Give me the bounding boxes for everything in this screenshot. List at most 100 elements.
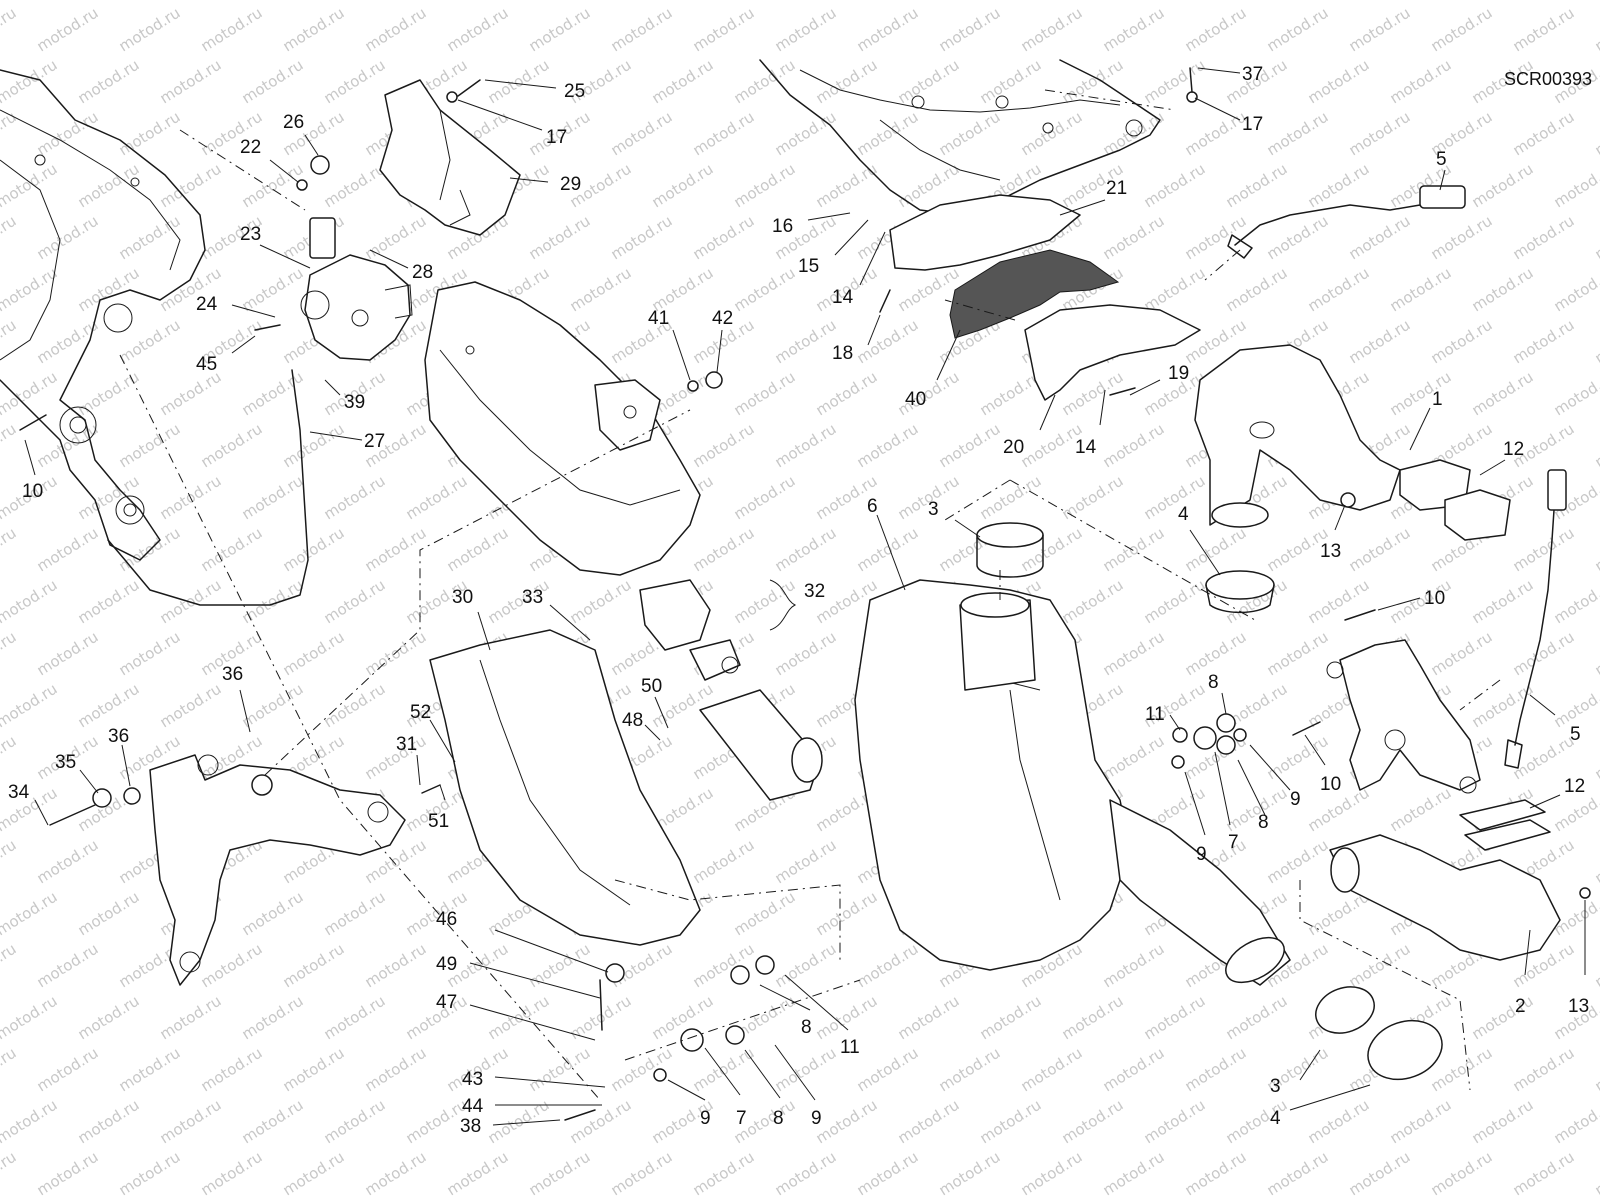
watermark-text: motod.ru	[854, 420, 922, 472]
watermark-text: motod.ru	[157, 368, 225, 420]
callout-2: 2	[1515, 996, 1526, 1017]
callout-18: 18	[832, 343, 853, 364]
watermark-text: motod.ru	[854, 1044, 922, 1096]
watermark-text: motod.ru	[0, 56, 60, 108]
callout-13: 13	[1320, 541, 1341, 562]
watermark-text: motod.ru	[1346, 108, 1414, 160]
callout-47: 47	[436, 992, 457, 1013]
callout-23: 23	[240, 224, 261, 245]
callout-51: 51	[428, 811, 449, 832]
watermark-text: motod.ru	[731, 160, 799, 212]
watermark-text: motod.ru	[1305, 160, 1373, 212]
sensor-oxygen-rear	[1504, 469, 1567, 769]
watermark-text: motod.ru	[1346, 4, 1414, 56]
watermark-text: motod.ru	[854, 4, 922, 56]
callout-7: 7	[736, 1108, 747, 1129]
watermark-text: motod.ru	[1182, 108, 1250, 160]
watermark-text: motod.ru	[75, 680, 143, 732]
callout-19: 19	[1168, 363, 1189, 384]
watermark-text: motod.ru	[1346, 1148, 1414, 1200]
watermark-text: motod.ru	[690, 1148, 758, 1200]
callout-52: 52	[410, 702, 431, 723]
watermark-text: motod.ru	[1100, 628, 1168, 680]
watermark-text: motod.ru	[1223, 0, 1291, 3]
exhaust-pipe-rear	[1329, 834, 1561, 961]
watermark-text: motod.ru	[813, 0, 881, 3]
watermark-text: motod.ru	[1264, 836, 1332, 888]
callout-41: 41	[648, 308, 669, 329]
watermark-text: motod.ru	[608, 4, 676, 56]
callout-26: 26	[283, 112, 304, 133]
watermark-text: motod.ru	[1305, 264, 1373, 316]
watermark-text: motod.ru	[239, 680, 307, 732]
watermark-text: motod.ru	[362, 524, 430, 576]
watermark-text: motod.ru	[731, 56, 799, 108]
watermark-text: motod.ru	[1592, 1148, 1600, 1200]
watermark-text: motod.ru	[75, 992, 143, 1044]
watermark-text: motod.ru	[0, 576, 60, 628]
callout-34: 34	[8, 782, 30, 803]
watermark-text: motod.ru	[1592, 1044, 1600, 1096]
callout-36: 36	[108, 726, 129, 747]
watermark-text: motod.ru	[1059, 992, 1127, 1044]
watermark-text: motod.ru	[1346, 940, 1414, 992]
watermark-text: motod.ru	[116, 420, 184, 472]
watermark-text: motod.ru	[0, 368, 60, 420]
watermark-text: motod.ru	[649, 368, 717, 420]
watermark-text: motod.ru	[280, 420, 348, 472]
watermark-text: motod.ru	[1100, 732, 1168, 784]
watermark-text: motod.ru	[731, 472, 799, 524]
watermark-text: motod.ru	[157, 56, 225, 108]
watermark-text: motod.ru	[280, 524, 348, 576]
watermark-text: motod.ru	[1264, 628, 1332, 680]
watermark-text: motod.ru	[0, 628, 19, 680]
watermark-text: motod.ru	[1100, 212, 1168, 264]
watermark-text: motod.ru	[321, 472, 389, 524]
watermark-text: motod.ru	[1141, 0, 1209, 3]
actuator-cover	[379, 79, 521, 236]
callout-4: 4	[1178, 504, 1189, 525]
watermark-text: motod.ru	[608, 108, 676, 160]
silencer-mount-bracket	[594, 379, 661, 451]
watermark-text: motod.ru	[1346, 212, 1414, 264]
watermark-text: motod.ru	[0, 4, 19, 56]
callout-9: 9	[811, 1108, 822, 1129]
watermark-text: motod.ru	[0, 1148, 19, 1200]
watermark-text: motod.ru	[1592, 4, 1600, 56]
watermark-text: motod.ru	[116, 628, 184, 680]
watermark-text: motod.ru	[444, 524, 512, 576]
watermark-text: motod.ru	[75, 576, 143, 628]
watermark-text: motod.ru	[1592, 316, 1600, 368]
watermark-text: motod.ru	[690, 1044, 758, 1096]
callout-14: 14	[1075, 437, 1097, 458]
watermark-text: motod.ru	[1469, 1096, 1537, 1148]
callout-5: 5	[1436, 149, 1447, 170]
watermark-text: motod.ru	[75, 368, 143, 420]
watermark-text: motod.ru	[321, 888, 389, 940]
watermark-text: motod.ru	[0, 888, 60, 940]
watermark-text: motod.ru	[1141, 160, 1209, 212]
watermark-text: motod.ru	[239, 368, 307, 420]
callout-17: 17	[1242, 114, 1263, 135]
valve-cable	[107, 369, 309, 606]
right-frame-bracket	[1326, 639, 1481, 794]
watermark-text: motod.ru	[239, 0, 307, 3]
callout-36: 36	[222, 664, 243, 685]
watermark-text: motod.ru	[1469, 264, 1537, 316]
watermark-text: motod.ru	[116, 4, 184, 56]
watermark-text: motod.ru	[321, 160, 389, 212]
callout-11: 11	[1145, 704, 1165, 725]
watermark-text: motod.ru	[75, 0, 143, 3]
watermark-text: motod.ru	[34, 836, 102, 888]
watermark-text: motod.ru	[977, 472, 1045, 524]
watermark-text: motod.ru	[690, 940, 758, 992]
callout-22: 22	[240, 137, 261, 158]
callout-50: 50	[641, 676, 662, 697]
watermark-text: motod.ru	[34, 1148, 102, 1200]
watermark-text: motod.ru	[772, 4, 840, 56]
drawing-code: SCR00393	[1504, 69, 1592, 89]
watermark-text: motod.ru	[1551, 576, 1600, 628]
watermark-text: motod.ru	[34, 108, 102, 160]
watermark-text: motod.ru	[1223, 160, 1291, 212]
